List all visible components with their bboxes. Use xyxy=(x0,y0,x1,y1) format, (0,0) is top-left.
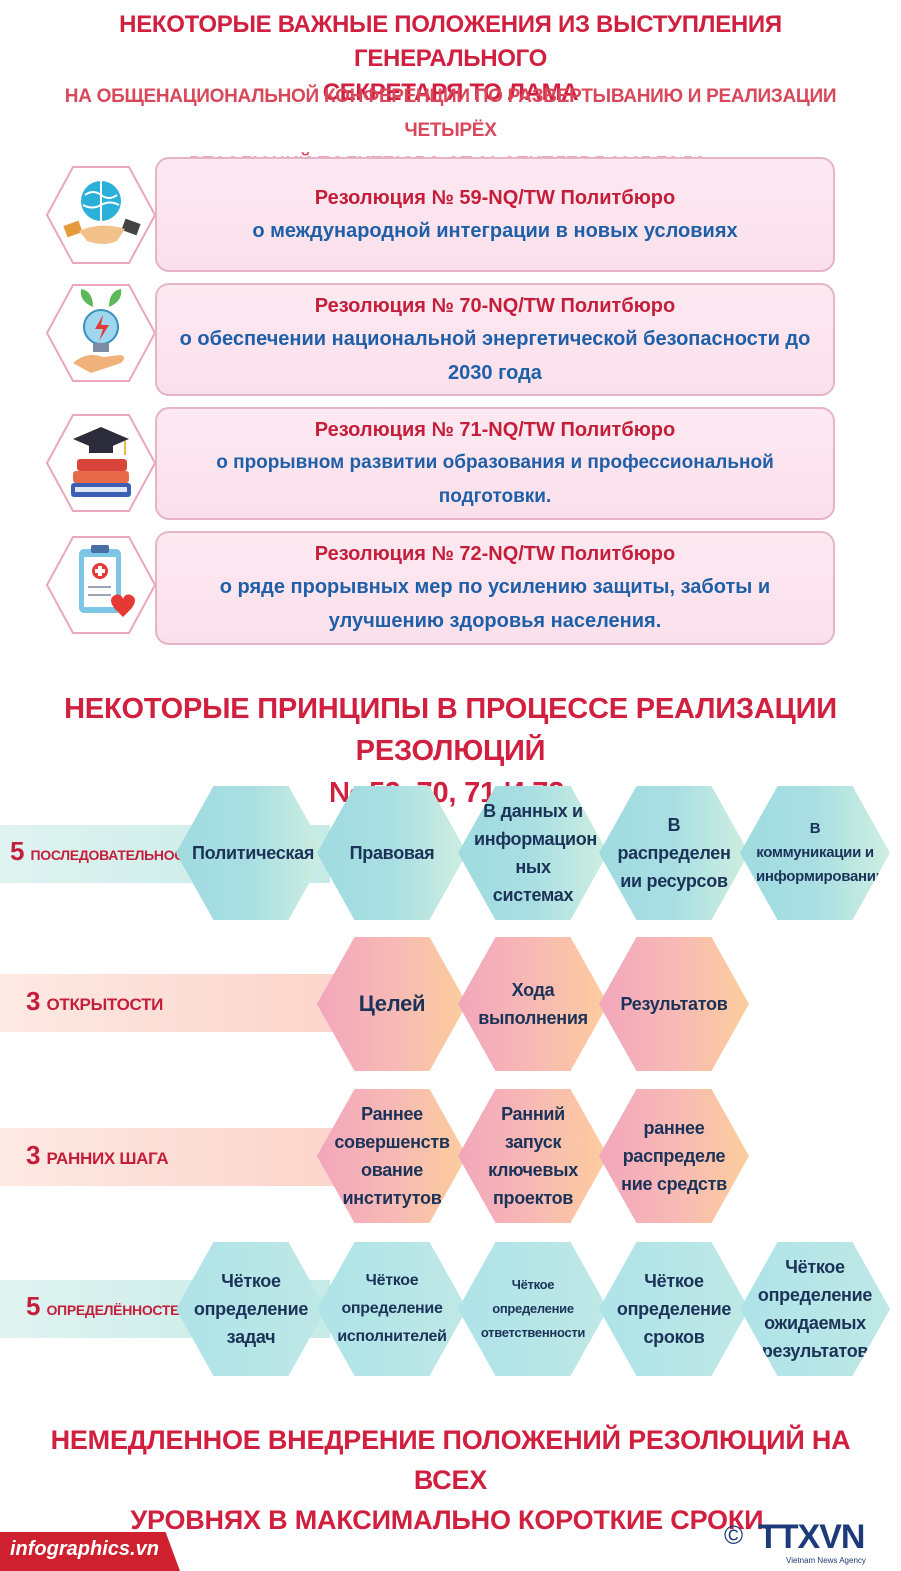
resolution-title: Резолюция № 70-NQ/TW Политбюро xyxy=(314,294,676,317)
group-name: ОПРЕДЕЛЁННОСТЕЙ xyxy=(46,1302,189,1318)
principle-hex: Результатов xyxy=(599,937,749,1071)
principle-hex: Ранний запуск ключевых проектов xyxy=(458,1089,608,1223)
principle-hex: Хода выполнения xyxy=(458,937,608,1071)
principles-title-line-1: НЕКОТОРЫЕ ПРИНЦИПЫ В ПРОЦЕССЕ РЕАЛИЗАЦИИ… xyxy=(64,693,837,767)
resolution-description: о обеспечении национальной энергетическо… xyxy=(179,327,811,384)
copyright-icon: © xyxy=(724,1520,744,1550)
group-label-openness: 3 ОТКРЫТОСТИ xyxy=(26,986,163,1017)
ttxvn-logo: © TTXVN Vietnam News Agency xyxy=(724,1518,884,1568)
resolution-description: о ряде прорывных мер по усилению защиты,… xyxy=(219,576,771,632)
graduation-books-icon xyxy=(45,413,157,513)
principle-text: Чёткое определение сроков xyxy=(616,1271,732,1347)
brand-name: TTXVN xyxy=(758,1518,865,1556)
group-label-certainty: 5 ОПРЕДЕЛЁННОСТЕЙ xyxy=(26,1291,189,1322)
principle-text: раннее распределе ние средств xyxy=(621,1118,727,1194)
page-title: НЕКОТОРЫЕ ВАЖНЫЕ ПОЛОЖЕНИЯ ИЗ ВЫСТУПЛЕНИ… xyxy=(20,8,881,110)
group-name: РАННИХ ШАГА xyxy=(46,1149,169,1168)
principles-title: НЕКОТОРЫЕ ПРИНЦИПЫ В ПРОЦЕССЕ РЕАЛИЗАЦИИ… xyxy=(20,688,881,814)
principle-text: Результатов xyxy=(620,994,728,1014)
subtitle-line-1: НА ОБЩЕНАЦИОНАЛЬНОЙ КОНФЕРЕНЦИИ ПО РАЗВЕ… xyxy=(64,86,837,141)
resolution-card-71: Резолюция № 71-NQ/TW Политбюро о прорывн… xyxy=(155,407,835,520)
group-name: ПОСЛЕДОВАТЕЛЬНОСТЕЙ xyxy=(30,847,211,863)
principle-hex: раннее распределе ние средств xyxy=(599,1089,749,1223)
resolution-title: Резолюция № 59-NQ/TW Политбюро xyxy=(314,186,676,209)
title-line-2: СЕКРЕТАРЯ ТО ЛАМА xyxy=(322,79,579,106)
principle-hex: Чёткое определение исполнителей xyxy=(317,1242,467,1376)
principle-text: Целей xyxy=(358,991,426,1016)
resolution-title: Резолюция № 72-NQ/TW Политбюро xyxy=(314,543,676,565)
energy-bulb-icon xyxy=(45,283,157,383)
principle-text: Ранний запуск ключевых проектов xyxy=(488,1104,578,1208)
principle-hex: Чёткое определение ответственности xyxy=(458,1242,608,1376)
principle-hex: Чёткое определение задач xyxy=(176,1242,326,1376)
brand-subtitle: Vietnam News Agency xyxy=(786,1556,866,1565)
group-label-early-steps: 3 РАННИХ ШАГА xyxy=(26,1140,169,1171)
principle-text: Раннее совершенств ование институтов xyxy=(334,1104,450,1208)
group-count: 3 xyxy=(26,1140,41,1170)
footer-site-link[interactable]: infographics.vn xyxy=(10,1538,159,1560)
resolution-description: о международной интеграции в новых услов… xyxy=(252,219,738,242)
group-count: 3 xyxy=(26,986,41,1016)
principle-hex: Целей xyxy=(317,937,467,1071)
medical-clipboard-icon xyxy=(45,535,157,635)
globe-handshake-icon xyxy=(45,165,157,265)
closing-line-1: НЕМЕДЛЕННОЕ ВНЕДРЕНИЕ ПОЛОЖЕНИЙ РЕЗОЛЮЦИ… xyxy=(50,1425,851,1495)
group-band-openness xyxy=(0,974,360,1032)
principle-text: В коммуникации и информировании xyxy=(756,820,885,885)
principle-hex: Чёткое определение ожидаемых результатов xyxy=(740,1242,890,1376)
principle-text: Чёткое определение исполнителей xyxy=(337,1272,447,1345)
principle-text: Хода выполнения xyxy=(478,980,588,1028)
group-band-early-steps xyxy=(0,1128,360,1186)
principle-hex: Чёткое определение сроков xyxy=(599,1242,749,1376)
group-count: 5 xyxy=(10,836,25,866)
principle-text: В распределен ии ресурсов xyxy=(617,815,731,891)
resolution-card-59: Резолюция № 59-NQ/TW Политбюро о междуна… xyxy=(155,157,835,272)
principle-text: Чёткое определение задач xyxy=(193,1271,309,1347)
group-label-consistency: 5 ПОСЛЕДОВАТЕЛЬНОСТЕЙ xyxy=(10,836,211,867)
resolution-card-72: Резолюция № 72-NQ/TW Политбюро о ряде пр… xyxy=(155,531,835,645)
principle-text: В данных и информацион ных системах xyxy=(474,801,597,905)
closing-statement: НЕМЕДЛЕННОЕ ВНЕДРЕНИЕ ПОЛОЖЕНИЙ РЕЗОЛЮЦИ… xyxy=(20,1420,881,1540)
closing-line-2: УРОВНЯХ В МАКСИМАЛЬНО КОРОТКИЕ СРОКИ. xyxy=(130,1505,771,1535)
resolution-title: Резолюция № 71-NQ/TW Политбюро xyxy=(314,418,676,441)
principle-text: Политическая xyxy=(192,843,315,863)
principle-text: Чёткое определение ответственности xyxy=(480,1277,586,1340)
principle-text: Правовая xyxy=(349,843,435,863)
group-name: ОТКРЫТОСТИ xyxy=(46,995,164,1014)
title-line-1: НЕКОТОРЫЕ ВАЖНЫЕ ПОЛОЖЕНИЯ ИЗ ВЫСТУПЛЕНИ… xyxy=(119,11,782,72)
principles-title-line-2: № 59, 70, 71 И 72. xyxy=(328,777,573,809)
principle-text: Чёткое определение ожидаемых результатов xyxy=(757,1257,873,1361)
group-count: 5 xyxy=(26,1291,41,1321)
principle-hex: Раннее совершенств ование институтов xyxy=(317,1089,467,1223)
resolution-card-70: Резолюция № 70-NQ/TW Политбюро о обеспеч… xyxy=(155,283,835,396)
footer-bar xyxy=(0,1532,180,1571)
resolution-description: о прорывном развитии образования и профе… xyxy=(216,451,774,507)
